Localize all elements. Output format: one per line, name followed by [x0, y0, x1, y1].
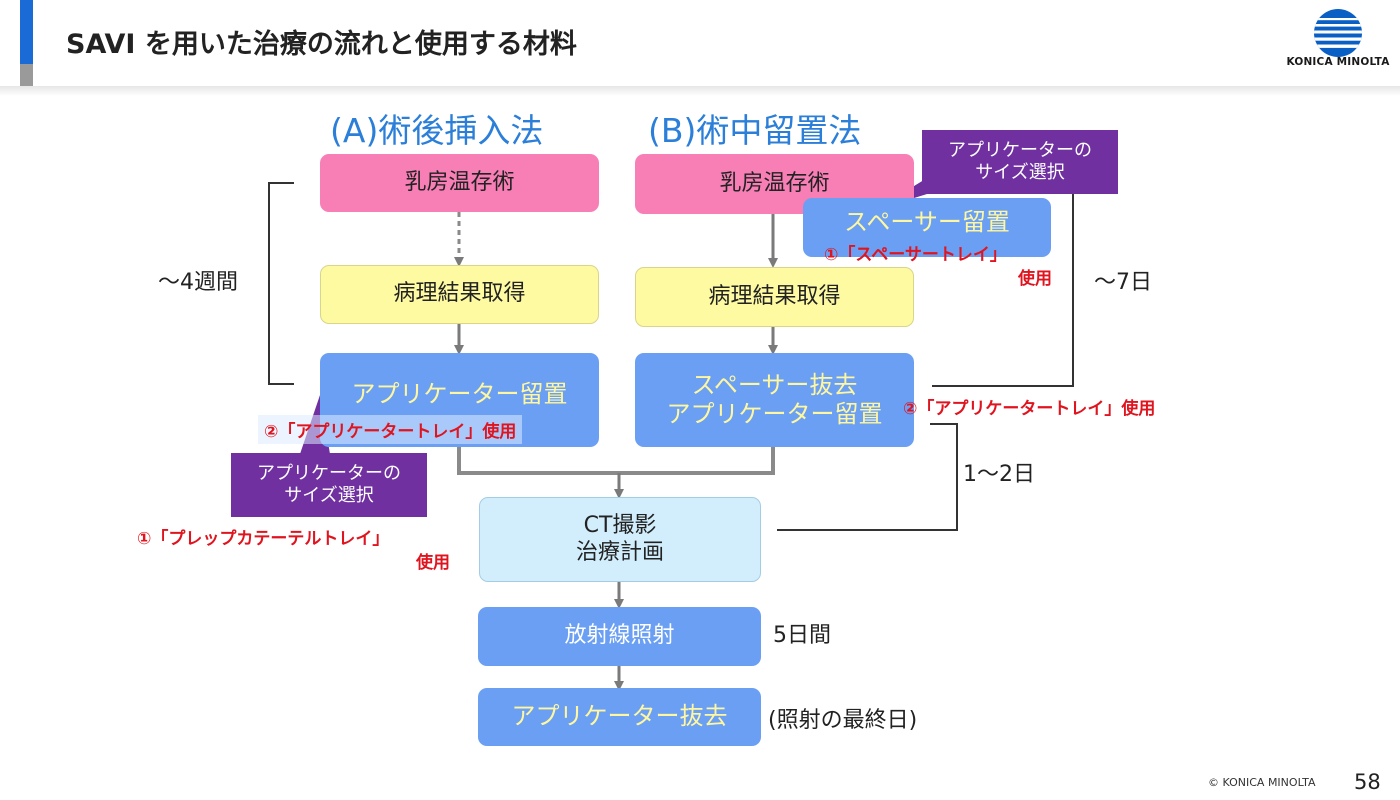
radiation-label: 放射線照射	[564, 623, 675, 649]
radiation-duration-label: 5日間	[773, 623, 831, 648]
b-pathology-label: 病理結果取得	[708, 283, 841, 309]
bracket-4-weeks	[268, 182, 294, 385]
a-surgery-box: 乳房温存術	[320, 154, 599, 212]
b-pathology-box: 病理結果取得	[635, 267, 914, 327]
removal-box: アプリケーター抜去	[478, 688, 761, 746]
a-pathology-label: 病理結果取得	[393, 281, 526, 307]
b-spacer-label: スペーサー留置	[844, 208, 1010, 236]
b-remove-place-box: スペーサー抜去 アプリケーター留置	[635, 353, 914, 447]
column-b-heading: (B)術中留置法	[648, 111, 862, 150]
konica-minolta-logo	[1314, 9, 1362, 57]
removal-note: (照射の最終日)	[768, 708, 918, 733]
page-number: 58	[1354, 770, 1381, 794]
b-callout-line2: サイズ選択	[975, 162, 1065, 183]
a-surgery-label: 乳房温存術	[404, 169, 515, 195]
b-ct-duration-label: 1～2日	[963, 462, 1035, 487]
column-a-heading: (A)術後挿入法	[330, 111, 544, 150]
b-callout-line1: アプリケーターの	[948, 139, 1092, 161]
a-pathology-box: 病理結果取得	[320, 265, 599, 324]
radiation-box: 放射線照射	[478, 607, 761, 666]
ct-line2: 治療計画	[575, 539, 664, 565]
a-size-callout: アプリケーターの サイズ選択	[231, 453, 427, 517]
page-title: SAVI を用いた治療の流れと使用する材料	[66, 29, 577, 60]
a-tray-note: ②「アプリケータートレイ」使用	[258, 415, 523, 444]
a-prep-note-use: 使用	[416, 553, 450, 573]
title-accent-bar-gray	[20, 64, 33, 86]
removal-label: アプリケーター抜去	[511, 702, 728, 731]
logo-text: KONICA MINOLTA	[1286, 56, 1390, 68]
b-spacer-note: ①「スペーサートレイ」	[824, 245, 1007, 265]
a-prep-note: ①「プレップカテーテルトレイ」	[137, 529, 390, 549]
b-remove-line1: スペーサー抜去	[691, 370, 858, 399]
bracket-1-2-days	[777, 423, 958, 531]
b-spacer-note-use: 使用	[1018, 269, 1052, 289]
b-duration-label: ～7日	[1094, 270, 1152, 295]
merge-line	[457, 447, 775, 475]
a-applicator-label: アプリケーター留置	[351, 380, 568, 408]
b-surgery-label: 乳房温存術	[719, 170, 830, 196]
b-size-callout: アプリケーターの サイズ選択	[922, 130, 1118, 194]
a-callout-line2: サイズ選択	[284, 485, 374, 506]
a-callout-line1: アプリケーターの	[257, 462, 401, 484]
b-spacer-box: スペーサー留置	[803, 198, 1051, 257]
ct-line1: CT撮影	[583, 512, 657, 538]
title-accent-bar	[20, 0, 33, 64]
header-divider	[0, 86, 1400, 96]
footer-copyright: © KONICA MINOLTA	[1208, 776, 1316, 789]
a-duration-label: ～4週間	[158, 270, 238, 295]
b-tray-note: ②「アプリケータートレイ」使用	[903, 399, 1156, 419]
ct-planning-box: CT撮影 治療計画	[479, 497, 761, 582]
b-remove-line2: アプリケーター留置	[666, 400, 883, 428]
